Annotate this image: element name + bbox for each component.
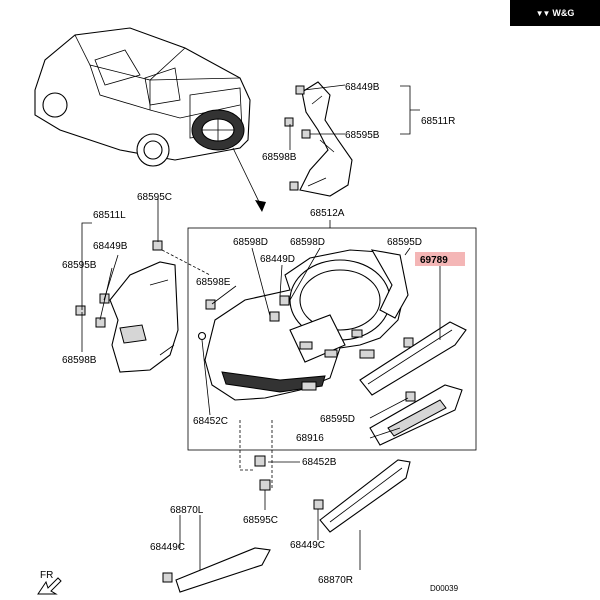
label-68449B-top: 68449B xyxy=(345,82,380,93)
label-68595B-left: 68595B xyxy=(62,260,97,271)
leader-lines-top xyxy=(289,84,420,150)
label-68595B-top: 68595B xyxy=(345,130,380,141)
fasteners-bottom xyxy=(254,455,300,510)
label-69789: 69789 xyxy=(420,255,448,266)
label-68598B-top: 68598B xyxy=(262,152,297,163)
callout-arrow xyxy=(232,147,266,212)
highlight-69789 xyxy=(415,252,465,266)
label-68449C-right: 68449C xyxy=(290,540,325,551)
label-68595C-left: 68595C xyxy=(137,192,172,203)
label-fr: FR xyxy=(40,570,53,581)
label-68449C-left: 68449C xyxy=(150,542,185,553)
label-68870L: 68870L xyxy=(170,505,204,516)
leader-lines-box xyxy=(201,247,441,490)
brand-name: W&G xyxy=(552,8,575,18)
bracket-68511R xyxy=(284,81,353,197)
label-68595D-top: 68595D xyxy=(387,237,422,248)
front-direction-icon xyxy=(37,577,62,595)
label-68598B-left: 68598B xyxy=(62,355,97,366)
label-68598D-b: 68598D xyxy=(290,237,325,248)
trim-strip-69789 xyxy=(359,321,467,396)
label-68511L: 68511L xyxy=(93,210,126,221)
garnish-68916 xyxy=(369,384,463,446)
diagram-ref-code: D00039 xyxy=(430,584,459,593)
label-68870R: 68870R xyxy=(318,575,353,586)
moulding-68870L xyxy=(162,515,271,593)
label-68595C-bottom: 68595C xyxy=(243,515,278,526)
label-68512A: 68512A xyxy=(310,208,345,219)
vehicle-illustration xyxy=(34,27,251,167)
label-68598D-a: 68598D xyxy=(233,237,268,248)
brand-logo-icon: ▼▼ xyxy=(535,8,551,18)
spare-tire-cover xyxy=(197,249,416,402)
label-68916: 68916 xyxy=(296,433,324,444)
leader-lines-left xyxy=(81,198,211,352)
label-68598E: 68598E xyxy=(196,277,231,288)
brand-badge: ▼▼ W&G xyxy=(510,0,600,26)
moulding-68870R xyxy=(313,459,411,570)
label-68452C: 68452C xyxy=(193,416,228,427)
assembly-frame xyxy=(187,227,477,451)
label-68595D-mid: 68595D xyxy=(320,414,355,425)
label-68449D: 68449D xyxy=(260,254,295,265)
label-68452B: 68452B xyxy=(302,457,337,468)
label-68511R: 68511R xyxy=(421,116,455,127)
label-68449B-left: 68449B xyxy=(93,241,128,252)
